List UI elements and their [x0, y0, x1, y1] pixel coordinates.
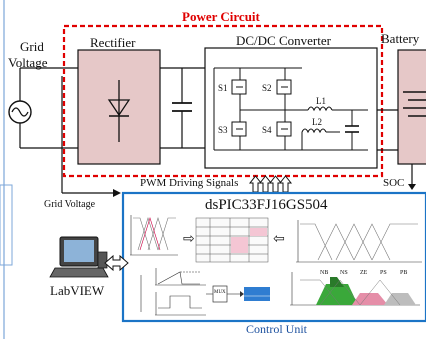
fuzzy-rule-table — [195, 217, 269, 263]
grid-label-line1: Grid — [20, 39, 44, 54]
battery-label: Battery — [381, 31, 420, 46]
output-membership-plot — [290, 272, 420, 306]
inductor-l2-label: L2 — [312, 117, 322, 127]
bidirectional-arrow-icon — [104, 254, 129, 272]
pwm-signals-label: PWM Driving Signals — [140, 177, 239, 189]
output-capacitor-icon — [345, 110, 359, 150]
ilc-label-ps: PS — [380, 270, 387, 276]
switch-s3-label: S3 — [218, 125, 228, 135]
computer-icon — [49, 236, 109, 278]
switch-s2-label: S2 — [262, 83, 272, 93]
sine-wave-icon — [11, 107, 29, 117]
mux-label: MUX — [214, 290, 226, 295]
switch-s4-icon — [276, 110, 292, 150]
switch-s3-icon — [231, 110, 247, 150]
cropped-side-box — [0, 184, 13, 266]
ilc-label-ns: NS — [340, 270, 348, 276]
dcdc-converter-label: DC/DC Converter — [236, 33, 331, 48]
grid-voltage-arrow-icon — [113, 189, 121, 197]
battery-icon — [403, 91, 426, 117]
pwm-arrows-icon — [248, 175, 293, 193]
arrow-left-icon: ⇦ — [273, 231, 285, 247]
waveform-plot-bottom — [155, 292, 206, 316]
soc-arrow-icon — [408, 184, 416, 190]
grid-label-line2: Voltage — [8, 55, 48, 70]
labview-label: LabVIEW — [50, 283, 105, 298]
inductor-l1-label: L1 — [316, 96, 326, 106]
arrow-right-icon: ⇨ — [183, 231, 195, 247]
power-circuit-boundary — [62, 24, 384, 178]
switch-s2-icon — [276, 68, 292, 110]
ilc-label-nb: NB — [320, 270, 329, 276]
inductor-l2-icon — [301, 128, 327, 134]
rectifier-label: Rectifier — [90, 35, 136, 50]
ilc-label-pb: PB — [400, 270, 408, 276]
inductor-l1-icon — [307, 106, 333, 112]
ilc-label-ze: ZE — [360, 270, 368, 276]
battery-box — [397, 49, 426, 165]
diode-icon — [107, 80, 131, 142]
switch-s4-label: S4 — [262, 125, 272, 135]
power-circuit-title: Power Circuit — [182, 9, 260, 24]
output-block — [244, 287, 270, 301]
dc-link-capacitor-icon — [172, 68, 192, 148]
control-unit-label: Control Unit — [246, 322, 308, 336]
waveform-plot-top — [155, 268, 206, 286]
chip-label: dsPIC33FJ16GS504 — [205, 197, 328, 213]
input-membership-plot-right — [296, 220, 422, 263]
switch-s1-icon — [231, 68, 247, 110]
soc-label: SOC — [383, 177, 405, 189]
switch-s1-label: S1 — [218, 83, 228, 93]
grid-voltage-signal-label: Grid Voltage — [44, 199, 96, 210]
input-membership-plot-left — [130, 215, 178, 256]
